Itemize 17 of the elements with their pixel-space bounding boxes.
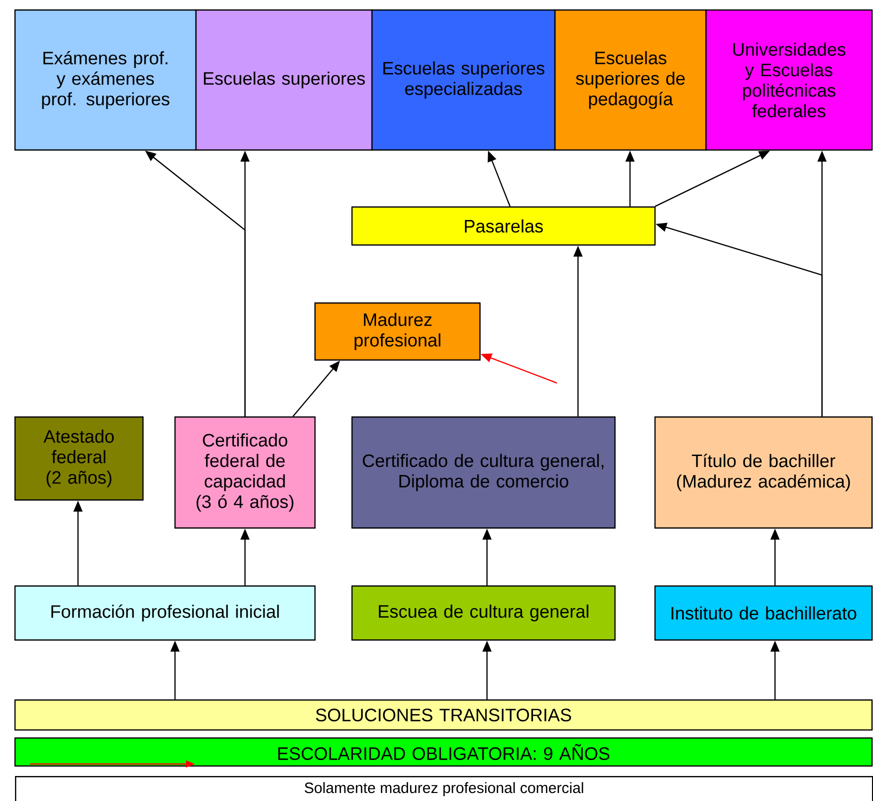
label-box: Instituto de bachillerato xyxy=(654,585,873,641)
label-box: Escuea de cultura general xyxy=(351,585,616,641)
label-box: Certificado de cultura general, Diploma de comercio xyxy=(351,416,616,529)
legend-entry: Solamente madurez profesional comercial xyxy=(15,776,873,801)
label-box: Título de bachiller (Madurez académica) xyxy=(654,416,873,529)
label-box: Formación profesional inicial xyxy=(14,585,316,641)
label-box: Certificado federal de capacidad (3 ó 4 años) xyxy=(174,416,316,529)
label-box: Escuelas superiores de pedagogía xyxy=(554,9,707,151)
label-box: Universidades y Escuelas politécnicas federales xyxy=(705,9,873,151)
label-box: Exámenes prof. y exámenes prof. superiores xyxy=(14,9,197,151)
label-box: Escuelas superiores especializadas xyxy=(371,9,556,151)
label-box: SOLUCIONES TRANSITORIAS xyxy=(14,699,873,731)
label-box: Madurez profesional xyxy=(314,302,481,361)
label-box: Atestado federal (2 años) xyxy=(14,416,144,501)
label-box: ESCOLARIDAD OBLIGATORIA: 9 AÑOS xyxy=(14,737,873,767)
label-box: Escuelas superiores xyxy=(195,9,373,151)
label-box: Pasarelas xyxy=(351,206,656,246)
